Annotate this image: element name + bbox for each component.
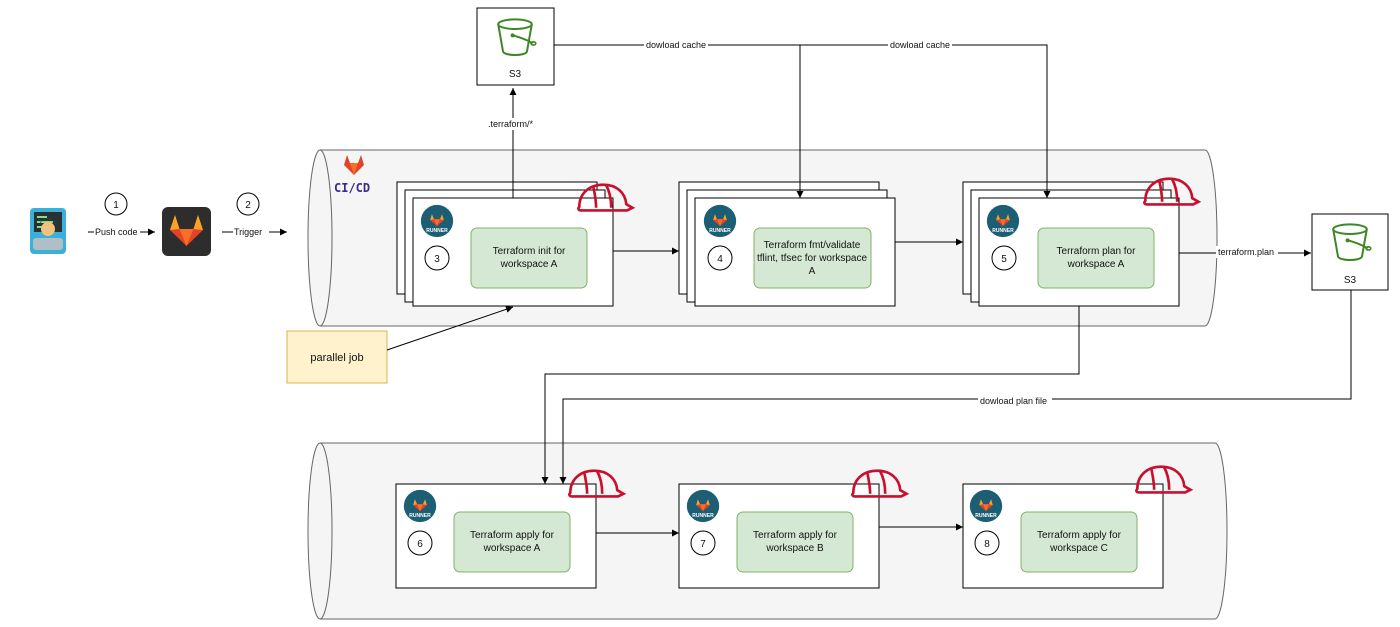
job-init: RUNNER 3 Terraform init for workspace A bbox=[396, 181, 634, 307]
s3-right-label: S3 bbox=[1344, 275, 1357, 286]
runner-badge: RUNNER bbox=[426, 228, 448, 234]
step-6-label: 6 bbox=[417, 539, 423, 550]
runner-badge: RUNNER bbox=[992, 228, 1014, 234]
developer-icon bbox=[30, 208, 66, 254]
cicd-label: CI/CD bbox=[334, 181, 370, 195]
task-validate-line2: tflint, tfsec for workspace bbox=[757, 253, 867, 264]
step-2-label: 2 bbox=[245, 200, 251, 211]
step-3-label: 3 bbox=[434, 254, 440, 265]
download-cache-label-1: dowload cache bbox=[646, 40, 706, 50]
parallel-job-arrow bbox=[386, 305, 514, 351]
trigger-label: Trigger bbox=[234, 227, 262, 237]
task-box-validate bbox=[753, 227, 872, 289]
step-8-label: 8 bbox=[984, 539, 990, 550]
task-apply-c-line2: workspace C bbox=[1049, 543, 1108, 554]
job-plan: RUNNER 5 Terraform plan for workspace A bbox=[962, 177, 1200, 307]
job-validate: RUNNER 4 Terraform fmt/validate tflint, … bbox=[678, 181, 896, 307]
step-1-label: 1 bbox=[113, 200, 119, 211]
download-plan-arrow bbox=[559, 290, 1352, 484]
download-cache-arrow-plan bbox=[554, 44, 1051, 198]
parallel-job-note: parallel job bbox=[286, 330, 388, 384]
step-1-circle bbox=[104, 192, 128, 216]
runner-badge: RUNNER bbox=[975, 513, 997, 519]
job-apply-a: RUNNER 6 Terraform apply for workspace A bbox=[395, 469, 625, 589]
task-box-apply-c bbox=[1020, 511, 1138, 573]
s3-bucket-right: S3 bbox=[1311, 213, 1389, 291]
step-4-label: 4 bbox=[717, 254, 723, 265]
task-validate-line1: Terraform fmt/validate bbox=[764, 240, 861, 251]
push-code-label: Push code bbox=[95, 227, 138, 237]
download-plan-label: dowload plan file bbox=[980, 396, 1047, 406]
parallel-job-label: parallel job bbox=[310, 352, 363, 364]
s3-bucket-top: S3 bbox=[476, 7, 555, 86]
task-plan-line1: Terraform plan for bbox=[1057, 246, 1137, 257]
task-plan-line2: workspace A bbox=[1067, 259, 1125, 270]
task-box-apply-a bbox=[453, 511, 571, 573]
task-init-line1: Terraform init for bbox=[493, 246, 566, 257]
download-cache-label-2: dowload cache bbox=[890, 40, 950, 50]
step-4-circle bbox=[707, 245, 733, 271]
s3-top-label: S3 bbox=[509, 69, 522, 80]
gitlab-logo-icon[interactable] bbox=[162, 207, 211, 256]
task-init-line2: workspace A bbox=[500, 259, 558, 270]
gitlab-cicd-logo: CI/CD bbox=[334, 155, 370, 195]
task-box-init bbox=[470, 227, 588, 289]
step-7-circle bbox=[690, 530, 716, 556]
step-5-label: 5 bbox=[1001, 254, 1007, 265]
task-apply-a-line2: workspace A bbox=[483, 543, 541, 554]
terraform-dir-label: .terraform/* bbox=[488, 119, 534, 129]
task-apply-a-line1: Terraform apply for bbox=[470, 530, 555, 541]
step-3-circle bbox=[424, 245, 450, 271]
step-7-label: 7 bbox=[700, 539, 706, 550]
runner-badge: RUNNER bbox=[709, 228, 731, 234]
task-box-plan bbox=[1037, 227, 1155, 289]
runner-badge: RUNNER bbox=[692, 513, 714, 519]
step-2-circle bbox=[236, 192, 260, 216]
task-apply-c-line1: Terraform apply for bbox=[1037, 530, 1122, 541]
step-8-circle bbox=[974, 530, 1000, 556]
job-apply-c: RUNNER 8 Terraform apply for workspace C bbox=[962, 465, 1192, 589]
runner-badge: RUNNER bbox=[409, 513, 431, 519]
task-box-apply-b bbox=[736, 511, 854, 573]
task-apply-b-line2: workspace B bbox=[765, 543, 824, 554]
step-5-circle bbox=[991, 245, 1017, 271]
plan-to-apply-arrow bbox=[541, 306, 1080, 484]
task-validate-line3: A bbox=[809, 266, 816, 277]
terraform-plan-label: terraform.plan bbox=[1218, 247, 1274, 257]
step-6-circle bbox=[407, 530, 433, 556]
task-apply-b-line1: Terraform apply for bbox=[753, 530, 838, 541]
job-apply-b: RUNNER 7 Terraform apply for workspace B bbox=[678, 469, 908, 589]
